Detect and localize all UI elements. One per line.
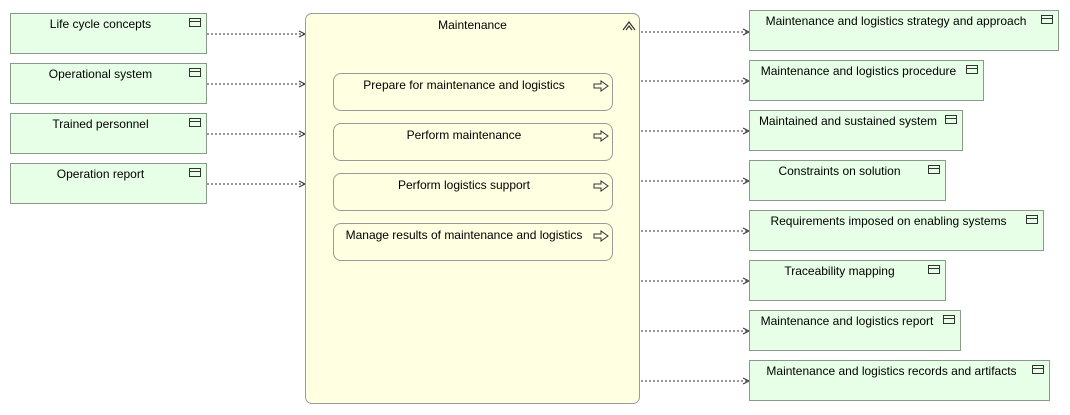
subfunction-perform-maintenance[interactable]: Perform maintenance xyxy=(333,123,613,161)
object-icon xyxy=(943,315,955,324)
item-label: Maintenance and logistics records and ar… xyxy=(766,364,1017,378)
input-connector-2 xyxy=(207,80,307,88)
chevron-up-icon[interactable] xyxy=(621,18,637,32)
item-label: Traceability mapping xyxy=(784,264,895,278)
input-connector-3 xyxy=(207,130,307,138)
subfunction-prepare[interactable]: Prepare for maintenance and logistics xyxy=(333,73,613,111)
item-label: Life cycle concepts xyxy=(49,17,152,31)
output-connector-2 xyxy=(641,77,751,85)
object-icon xyxy=(928,265,940,274)
item-label: Operation report xyxy=(56,167,145,181)
item-label: Maintenance and logistics strategy and a… xyxy=(765,14,1027,28)
output-item-constraints[interactable]: Constraints on solution xyxy=(749,160,946,201)
item-label: Trained personnel xyxy=(52,117,149,131)
output-connector-5 xyxy=(641,227,751,235)
output-item-maintained-system[interactable]: Maintained and sustained system xyxy=(749,110,963,151)
input-connector-4 xyxy=(207,180,307,188)
output-item-procedure[interactable]: Maintenance and logistics procedure xyxy=(749,60,984,101)
arrow-right-icon xyxy=(593,130,609,142)
arrow-right-icon xyxy=(593,230,609,242)
output-item-records-artifacts[interactable]: Maintenance and logistics records and ar… xyxy=(749,360,1050,401)
object-icon xyxy=(189,68,201,77)
input-item-life-cycle-concepts[interactable]: Life cycle concepts xyxy=(10,13,207,54)
object-icon xyxy=(945,115,957,124)
item-label: Maintenance and logistics report xyxy=(760,314,934,328)
item-label: Operational system xyxy=(48,67,153,81)
arrow-right-icon xyxy=(593,80,609,92)
object-icon xyxy=(1026,215,1038,224)
subfunction-label: Manage results of maintenance and logist… xyxy=(345,228,583,242)
subfunction-label: Perform maintenance xyxy=(406,128,522,142)
object-icon xyxy=(966,65,978,74)
output-item-traceability[interactable]: Traceability mapping xyxy=(749,260,946,301)
input-connector-1 xyxy=(207,30,307,38)
subfunction-label: Perform logistics support xyxy=(397,178,531,192)
object-icon xyxy=(1032,365,1044,374)
output-item-strategy-approach[interactable]: Maintenance and logistics strategy and a… xyxy=(749,10,1059,51)
output-connector-7 xyxy=(641,327,751,335)
subfunction-logistics-support[interactable]: Perform logistics support xyxy=(333,173,613,211)
item-label: Maintenance and logistics procedure xyxy=(760,64,957,78)
output-connector-8 xyxy=(641,377,751,385)
input-item-operational-system[interactable]: Operational system xyxy=(10,63,207,104)
item-label: Constraints on solution xyxy=(778,164,901,178)
output-connector-6 xyxy=(641,277,751,285)
output-connector-4 xyxy=(641,177,751,185)
object-icon xyxy=(928,165,940,174)
output-item-report[interactable]: Maintenance and logistics report xyxy=(749,310,961,351)
input-item-trained-personnel[interactable]: Trained personnel xyxy=(10,113,207,154)
output-item-requirements[interactable]: Requirements imposed on enabling systems xyxy=(749,210,1044,251)
item-label: Requirements imposed on enabling systems xyxy=(770,214,1007,228)
arrow-right-icon xyxy=(593,180,609,192)
object-icon xyxy=(189,118,201,127)
output-connector-1 xyxy=(641,28,751,36)
object-icon xyxy=(189,18,201,27)
function-title: Maintenance xyxy=(438,18,507,32)
input-item-operation-report[interactable]: Operation report xyxy=(10,163,207,204)
object-icon xyxy=(189,168,201,177)
object-icon xyxy=(1041,15,1053,24)
subfunction-label: Prepare for maintenance and logistics xyxy=(363,78,565,92)
function-maintenance[interactable]: Maintenance Prepare for maintenance and … xyxy=(305,13,640,404)
item-label: Maintained and sustained system xyxy=(758,114,938,128)
subfunction-manage-results[interactable]: Manage results of maintenance and logist… xyxy=(333,223,613,261)
output-connector-3 xyxy=(641,127,751,135)
